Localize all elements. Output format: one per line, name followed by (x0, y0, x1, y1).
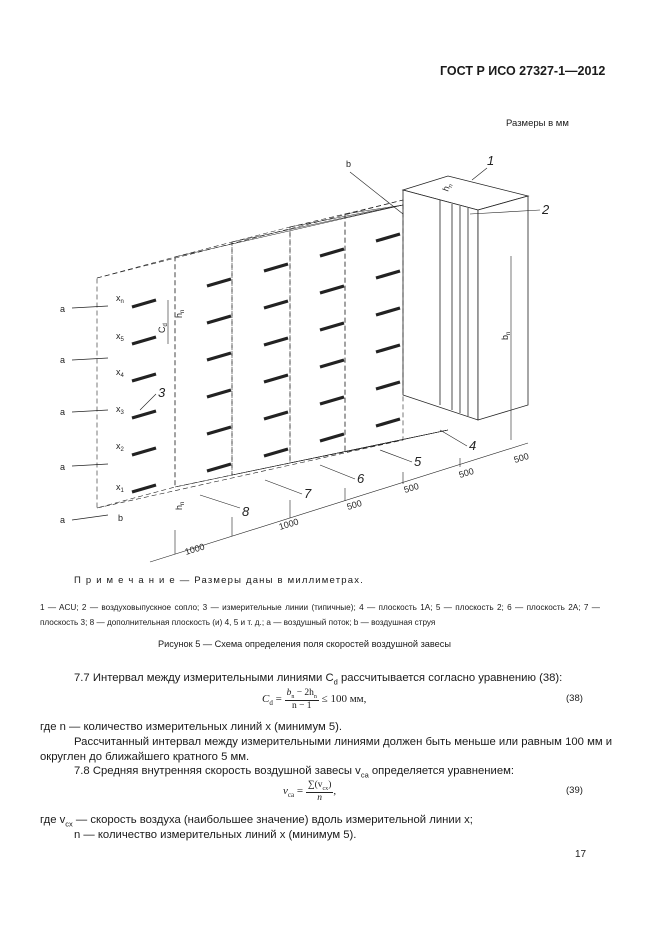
equation-38-number: (38) (566, 693, 583, 704)
svg-text:a: a (60, 515, 65, 525)
measurement-lines (131, 232, 401, 494)
svg-text:x1: x1 (116, 482, 125, 494)
svg-text:hn: hn (440, 181, 454, 193)
paragraph-where-n: где n — количество измерительных линий x… (40, 721, 343, 733)
svg-text:Cd: Cd (157, 323, 169, 333)
figure-caption: Рисунок 5 — Схема определения поля скоро… (158, 639, 451, 649)
svg-text:xn: xn (116, 293, 124, 305)
svg-text:500: 500 (458, 466, 475, 480)
svg-text:500: 500 (513, 451, 530, 465)
svg-text:a: a (60, 462, 65, 472)
svg-text:1000: 1000 (278, 516, 300, 531)
leader-lines (139, 167, 541, 509)
svg-text:6: 6 (357, 471, 365, 486)
equation-38: Cd = bn − 2hn n − 1 ≤ 100 мм, (262, 688, 367, 711)
equation-39: vca = ∑(vcx) n , (283, 780, 337, 803)
svg-text:bn: bn (500, 332, 512, 340)
svg-text:x5: x5 (116, 331, 125, 343)
svg-text:hn: hn (174, 502, 186, 510)
airflow-arrows (71, 305, 109, 521)
figure-legend: 1 — ACU; 2 — воздуховыпускное сопло; 3 —… (40, 603, 600, 627)
svg-text:hn: hn (174, 310, 186, 318)
svg-text:b: b (118, 513, 123, 523)
svg-text:3: 3 (158, 385, 166, 400)
svg-text:500: 500 (346, 498, 363, 512)
svg-text:a: a (60, 407, 65, 417)
svg-text:1000: 1000 (184, 541, 206, 556)
velocity-field-diagram: 1 2 3 4 5 6 7 8 b b a a a a a xn x5 x4 x… (60, 153, 550, 563)
dimension-lines (149, 256, 529, 563)
measurement-planes (96, 199, 404, 509)
svg-text:x4: x4 (116, 367, 125, 379)
acu-unit (401, 175, 530, 421)
svg-text:b: b (346, 159, 351, 169)
paragraph-n-definition: n — количество измерительных линий x (ми… (74, 829, 357, 841)
svg-text:1: 1 (487, 153, 494, 168)
svg-text:7: 7 (304, 486, 312, 501)
svg-text:a: a (60, 355, 65, 365)
svg-text:4: 4 (469, 438, 476, 453)
document-header: ГОСТ Р ИСО 27327-1—2012 (440, 64, 606, 78)
figure-note: П р и м е ч а н и е — Размеры даны в мил… (74, 575, 365, 586)
units-note: Размеры в мм (506, 118, 569, 129)
svg-text:500: 500 (403, 481, 420, 495)
svg-text:x3: x3 (116, 404, 125, 416)
page-number: 17 (575, 849, 587, 860)
paragraph-where-v: где vcx — скорость воздуха (наибольшее з… (40, 814, 473, 829)
svg-text:8: 8 (242, 504, 250, 519)
svg-text:a: a (60, 304, 65, 314)
paragraph-interval: Рассчитанный интервал между измерительны… (40, 736, 613, 763)
svg-text:x2: x2 (116, 441, 125, 453)
diagram-labels: 1 2 3 4 5 6 7 8 b b a a a a a xn x5 x4 x… (60, 153, 550, 557)
svg-text:2: 2 (541, 202, 550, 217)
paragraph-7-7: 7.7 Интервал между измерительными линиям… (74, 672, 563, 687)
air-jet-lines (174, 204, 449, 488)
svg-text:5: 5 (414, 454, 422, 469)
equation-39-number: (39) (566, 785, 583, 796)
paragraph-7-8: 7.8 Средняя внутренняя скорость воздушно… (74, 765, 515, 780)
